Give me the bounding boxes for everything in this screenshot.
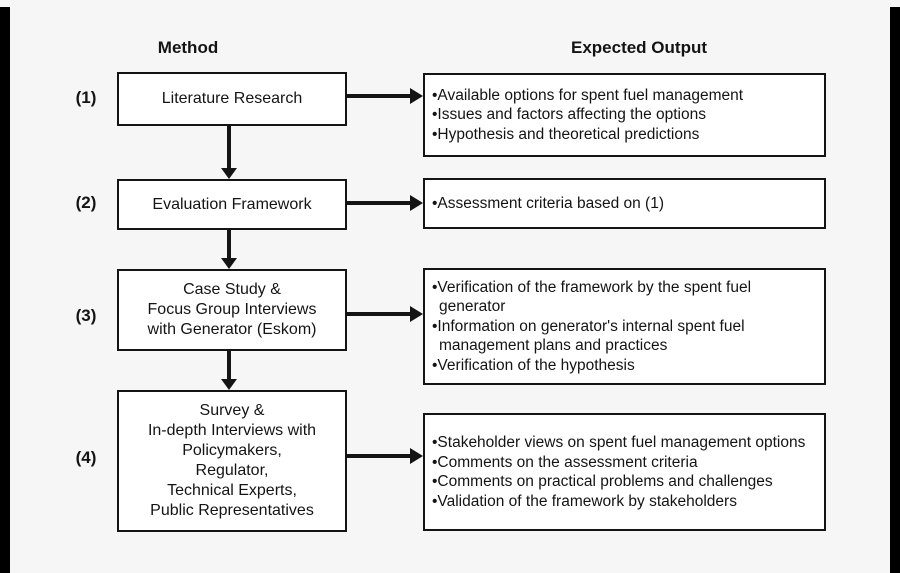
step-number-3: (3) — [75, 306, 97, 325]
step-number-2: (2) — [75, 193, 97, 212]
arrow-right-4-head — [410, 448, 423, 464]
method-text-line: Literature Research — [161, 90, 303, 107]
left-edge-bar — [0, 7, 10, 573]
method-text-line: Case Study & — [183, 281, 281, 298]
output-bullet-line: •Verification of the framework by the sp… — [432, 278, 752, 296]
output-bullet-line: •Validation of the framework by stakehol… — [432, 492, 737, 510]
arrow-down-2-head — [221, 258, 237, 269]
method-text-line: Survey & — [199, 402, 265, 419]
arrow-right-3-head — [410, 306, 423, 322]
method-text-line: In-depth Interviews with — [147, 422, 317, 439]
output-box-1: •Available options for spent fuel manage… — [423, 73, 826, 157]
output-bullet-line: •Hypothesis and theoretical predictions — [432, 125, 700, 143]
output-bullet-line: •Stakeholder views on spent fuel managem… — [432, 434, 806, 451]
method-column-header: Method — [157, 38, 219, 57]
output-bullet-line: •Assessment criteria based on (1) — [432, 194, 664, 212]
output-bullet-continuation-line: management plans and practices — [439, 337, 668, 355]
arrow-right-1-head — [410, 88, 423, 104]
method-text-line: Regulator, — [195, 462, 269, 479]
right-edge-bar — [890, 7, 900, 573]
output-box-4: •Stakeholder views on spent fuel managem… — [423, 413, 826, 531]
arrow-down-1-shaft — [227, 126, 231, 169]
step-number-4: (4) — [75, 448, 97, 467]
arrow-down-1-head — [221, 168, 237, 179]
arrow-right-2-shaft — [346, 201, 411, 205]
method-text-line: Evaluation Framework — [152, 195, 312, 213]
method-box-case-study: Case Study & Focus Group Interviews with… — [117, 269, 347, 351]
arrow-right-4-shaft — [346, 454, 411, 458]
method-box-literature-research: Literature Research — [117, 72, 347, 126]
arrow-down-3-head — [221, 379, 237, 390]
arrow-right-3-shaft — [346, 312, 411, 316]
output-box-2: •Assessment criteria based on (1) — [423, 178, 826, 229]
method-box-survey-interviews: Survey & In-depth Interviews with Policy… — [117, 390, 347, 532]
method-text-line: Policymakers, — [182, 442, 282, 459]
arrow-down-2-shaft — [227, 230, 231, 259]
output-bullet-continuation-line: generator — [439, 298, 506, 316]
step-number-1: (1) — [75, 88, 97, 107]
arrow-right-2-head — [410, 195, 423, 211]
output-bullet-line: •Verification of the hypothesis — [432, 356, 635, 374]
output-bullet-line: •Comments on the assessment criteria — [432, 453, 698, 471]
method-box-evaluation-framework: Evaluation Framework — [117, 179, 347, 230]
method-text-line: with Generator (Eskom) — [147, 321, 317, 338]
arrow-down-3-shaft — [227, 351, 231, 380]
method-text-line: Technical Experts, — [167, 482, 297, 499]
output-bullet-line: •Issues and factors affecting the option… — [432, 106, 706, 124]
output-box-3: •Verification of the framework by the sp… — [423, 268, 826, 385]
output-bullet-line: •Comments on practical problems and chal… — [432, 473, 773, 490]
method-text-line: Focus Group Interviews — [147, 301, 317, 318]
output-bullet-line: •Available options for spent fuel manage… — [432, 86, 744, 104]
arrow-right-1-shaft — [346, 94, 411, 98]
output-bullet-line: •Information on generator's internal spe… — [432, 317, 745, 335]
method-text-line: Public Representatives — [150, 502, 314, 519]
expected-output-column-header: Expected Output — [570, 38, 707, 57]
